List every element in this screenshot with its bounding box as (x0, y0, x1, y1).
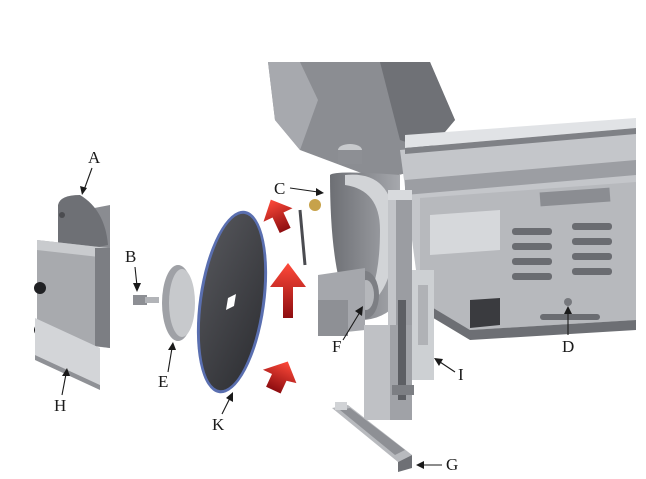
saw-machine-body (268, 62, 636, 340)
callout-i: I (458, 365, 464, 384)
callout-f: F (332, 337, 341, 356)
callout-b: B (125, 247, 136, 266)
callout-c: C (274, 179, 285, 198)
callout-k: K (212, 415, 225, 434)
arrow-upper-icon (263, 199, 293, 233)
slide-plate-g (332, 402, 412, 472)
diamond-blade-k (196, 210, 268, 394)
outer-guard-cover-a (58, 195, 110, 271)
flange-e (162, 265, 195, 341)
bolt-b (133, 295, 159, 305)
callout-a: A (88, 148, 101, 167)
callout-h: H (54, 396, 66, 415)
callout-e: E (158, 372, 168, 391)
guard-bracket-h (34, 240, 110, 390)
callout-d: D (562, 337, 574, 356)
blade-guard-housing (298, 144, 412, 336)
arrow-middle-icon (270, 263, 306, 318)
callout-labels: A B C D E F G H I K (54, 148, 574, 474)
callout-g: G (446, 455, 458, 474)
rotation-direction-arrows (262, 199, 306, 394)
arrow-lower-icon (262, 361, 297, 394)
lower-bracket (364, 270, 434, 420)
